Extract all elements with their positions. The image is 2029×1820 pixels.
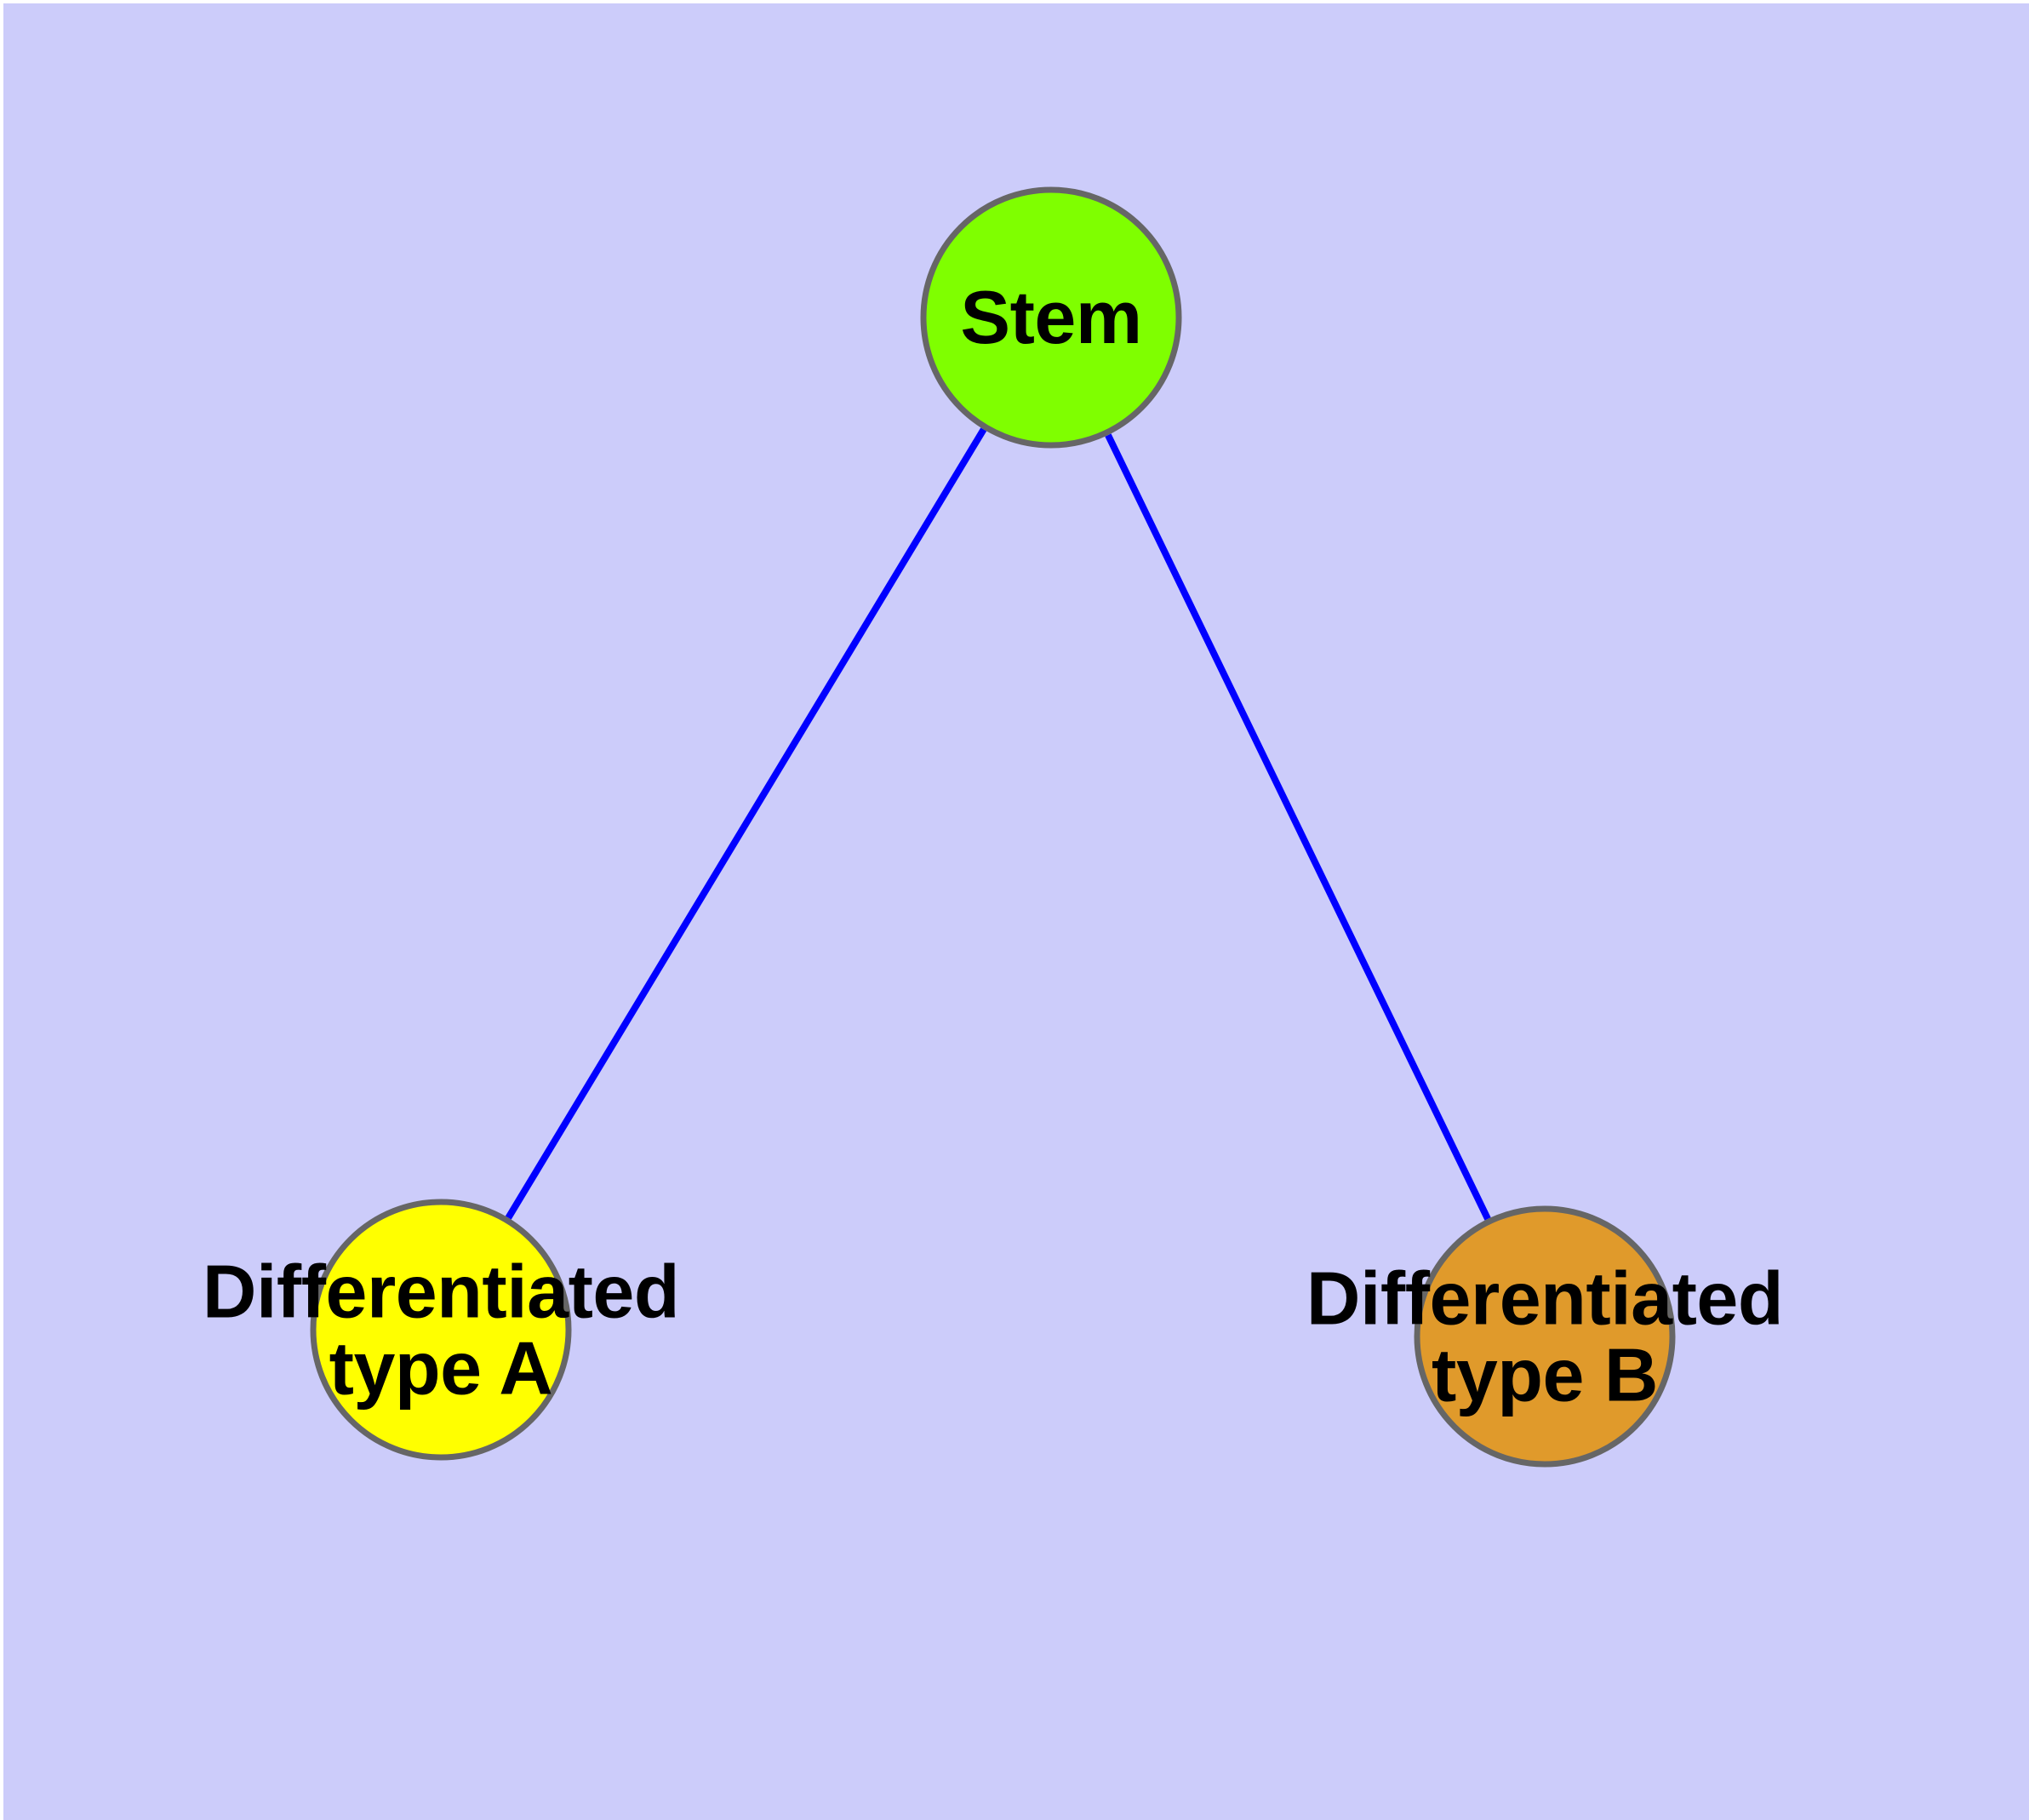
graph-node-stem[interactable] <box>920 186 1182 449</box>
graph-edge-stem-to-diff-a[interactable] <box>505 427 987 1220</box>
graph-edge-stem-to-diff-b[interactable] <box>1105 433 1491 1221</box>
graph-node-diff_a[interactable] <box>310 1199 572 1461</box>
edges-layer <box>505 427 1491 1221</box>
nodes-layer <box>310 186 1676 1468</box>
graph-node-diff_b[interactable] <box>1414 1205 1676 1468</box>
